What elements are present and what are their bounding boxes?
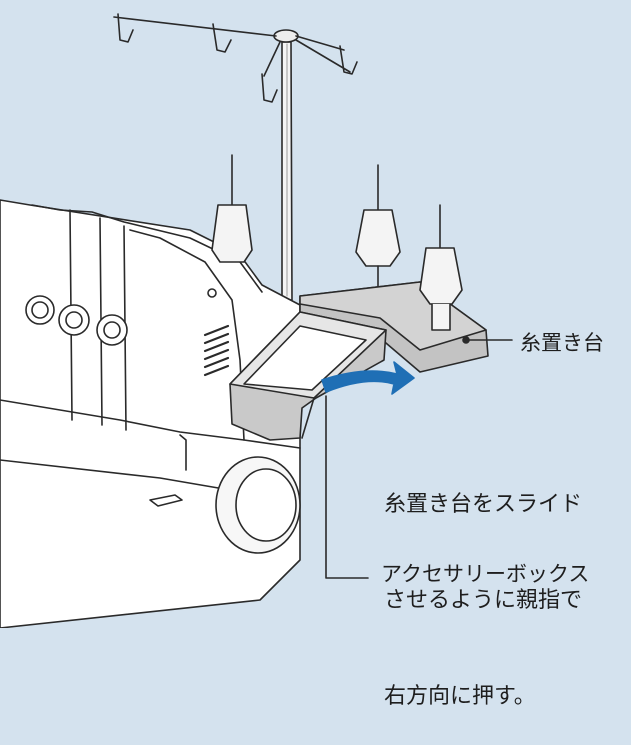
rear-spool-pins: [211, 154, 401, 299]
thread-stand-label: 糸置き台: [520, 331, 604, 355]
instruction-line: 右方向に押す。: [384, 684, 536, 709]
serger-illustration: [0, 13, 513, 628]
serger-body: [0, 199, 301, 628]
thread-stand-plate: [299, 204, 489, 373]
accessory-box: [229, 311, 387, 441]
accessory-box-leader: [325, 395, 369, 579]
slide-direction-arrow: [321, 361, 415, 395]
instruction-line: 糸置き台をスライド: [384, 492, 583, 517]
instruction-line: させるように親指で: [384, 588, 583, 613]
accessory-box-label: アクセサリーボックス: [381, 562, 590, 586]
